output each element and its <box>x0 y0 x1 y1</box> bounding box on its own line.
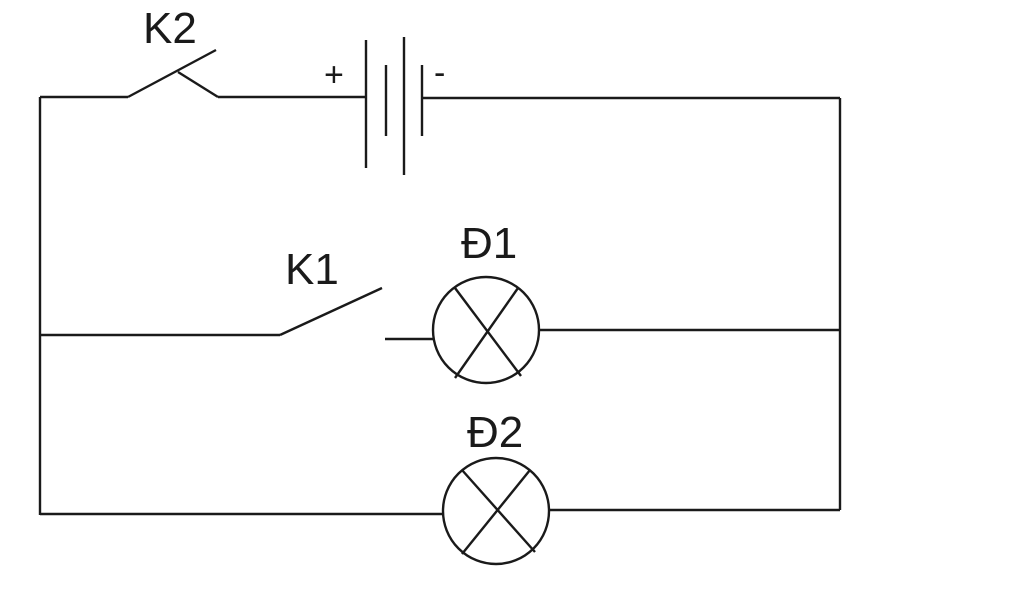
lamp-d2-cross-2 <box>461 469 531 555</box>
switch-k2: K2 <box>127 4 219 99</box>
switch-k2-blade <box>127 48 217 99</box>
battery-minus-sign: - <box>434 54 445 92</box>
lamp-d1-label: Đ1 <box>461 219 517 268</box>
battery: + - <box>324 37 445 175</box>
lamp-d2: Đ2 <box>441 408 551 566</box>
battery-plus-sign: + <box>324 56 344 94</box>
switch-k1: K1 <box>279 245 383 337</box>
switch-k2-label: K2 <box>143 4 197 53</box>
switch-k1-blade <box>279 286 383 337</box>
lamp-d1: Đ1 <box>431 219 541 385</box>
lamp-d1-cross-2 <box>454 287 519 379</box>
lamp-d2-cross-1 <box>461 469 536 553</box>
switch-k1-label: K1 <box>285 245 339 294</box>
lamp-d2-label: Đ2 <box>467 408 523 457</box>
switch-k2-contact <box>177 70 219 99</box>
wires <box>38 95 842 516</box>
